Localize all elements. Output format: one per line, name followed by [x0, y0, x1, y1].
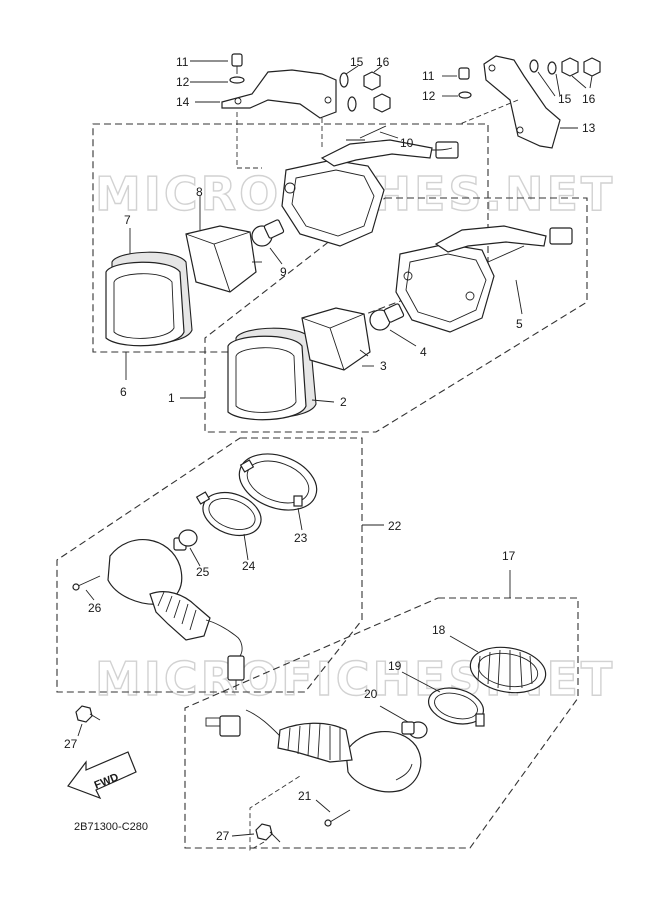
callout-23: 23: [294, 531, 308, 545]
callout-11-right: 11: [422, 69, 435, 83]
screw-21: [324, 809, 351, 827]
callout-16-left: 16: [376, 55, 390, 69]
lens-7: [105, 251, 193, 347]
lens-ring-18: [469, 646, 547, 694]
callout-15-right: 15: [558, 92, 572, 106]
frame-assembly-1: [204, 197, 588, 433]
callout-27-lower: 27: [216, 829, 230, 843]
callout-12-right: 12: [422, 89, 436, 103]
callout-11-left: 11: [176, 55, 189, 69]
callout-15-left: 15: [350, 55, 364, 69]
housing-lower: [395, 225, 573, 333]
callout-5: 5: [516, 317, 523, 331]
callout-13: 13: [582, 121, 596, 135]
callout-17: 17: [502, 549, 516, 563]
reflector-3: [301, 307, 371, 371]
bulb-25: [173, 529, 198, 551]
bracket-right-assembly: [458, 55, 601, 149]
callout-26: 26: [88, 601, 102, 615]
frame-assembly-17: [184, 597, 579, 849]
bulb-4: [369, 303, 405, 331]
callout-25: 25: [196, 565, 210, 579]
drawing-code: 2B71300-C280: [74, 821, 148, 833]
callout-22: 22: [388, 519, 402, 533]
housing-upper: [281, 125, 459, 247]
lens-2: [227, 327, 317, 421]
turn-signal-rear-right: [205, 709, 422, 793]
screw-26: [72, 575, 101, 591]
callout-24: 24: [242, 559, 256, 573]
callout-2: 2: [340, 395, 347, 409]
callout-9: 9: [280, 265, 287, 279]
callout-3: 3: [380, 359, 387, 373]
callout-7: 7: [124, 213, 131, 227]
bulb-9: [251, 219, 285, 247]
bulb-20: [401, 721, 428, 739]
callout-8: 8: [196, 185, 203, 199]
callout-21: 21: [298, 789, 312, 803]
callout-6: 6: [120, 385, 127, 399]
callout-18: 18: [432, 623, 446, 637]
callout-1: 1: [168, 391, 175, 405]
callout-27-upper: 27: [64, 737, 78, 751]
callout-10: 10: [400, 136, 414, 150]
bracket-left-assembly: [221, 53, 391, 119]
callout-4: 4: [420, 345, 427, 359]
lens-19: [427, 687, 485, 727]
screw-27-lower: [255, 823, 281, 843]
reflector-8: [185, 225, 262, 293]
screw-27-upper: [75, 705, 101, 723]
frame-assembly-22: [56, 437, 363, 693]
lens-24: [195, 491, 262, 537]
turn-signal-front-left: [107, 539, 245, 690]
callout-14: 14: [176, 95, 190, 109]
callout-12-left: 12: [176, 75, 190, 89]
callout-19: 19: [388, 659, 402, 673]
callout-20: 20: [364, 687, 378, 701]
lens-ring-23: [238, 453, 318, 511]
fwd-arrow-icon: [67, 751, 137, 800]
callout-16-right: 16: [582, 92, 596, 106]
